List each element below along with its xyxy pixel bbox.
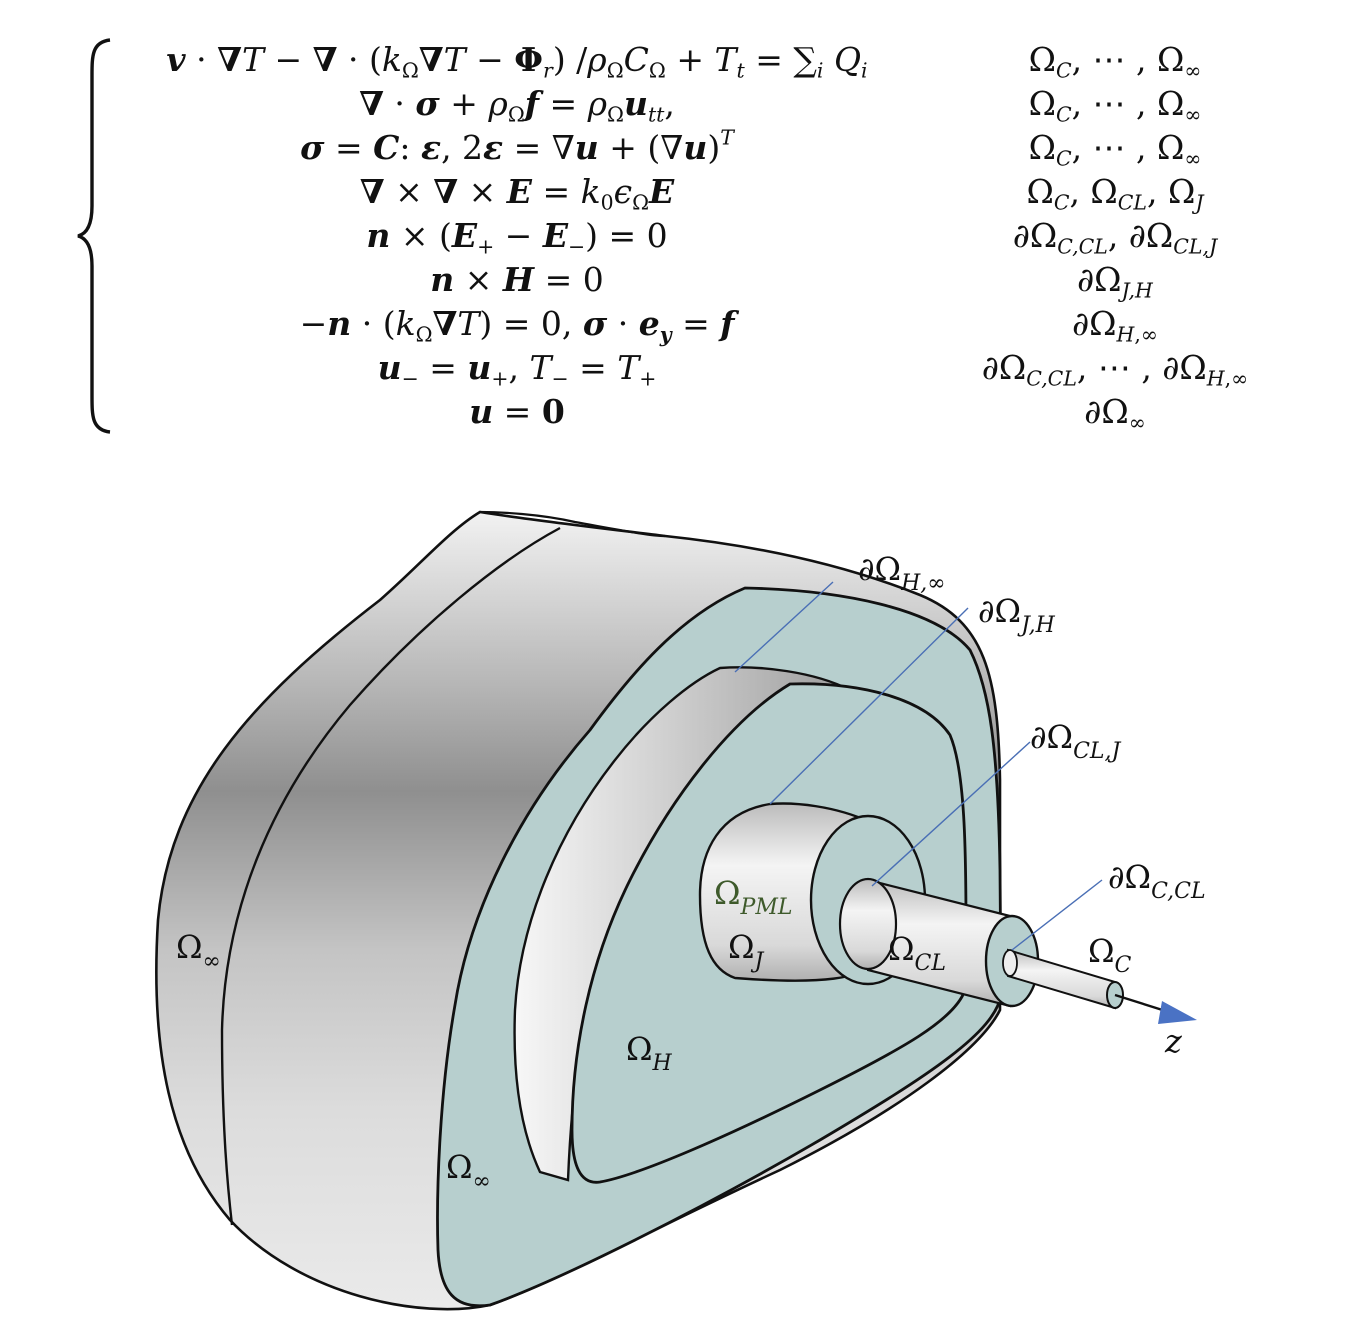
equation-momentum: ∇ · σ + ρΩf = ρΩutt, bbox=[359, 84, 675, 127]
label-z-axis: z bbox=[1164, 1022, 1183, 1060]
label-region-c: ΩC bbox=[1088, 932, 1132, 978]
fiber-geometry-diagram: ∂ΩH,∞ ∂ΩJ,H ∂ΩCL,J ∂ΩC,CL ΩPML ΩJ ΩCL ΩC… bbox=[155, 510, 1206, 1311]
label-region-cl: ΩCL bbox=[888, 930, 946, 976]
outer-top-edge bbox=[479, 510, 666, 538]
leader-cl-j bbox=[871, 741, 1031, 887]
equation-fixed: u = 0 bbox=[469, 392, 565, 431]
leader-c-cl bbox=[1011, 879, 1103, 951]
label-region-h: ΩH bbox=[626, 1030, 673, 1076]
core-cylinder-back bbox=[1002, 949, 1018, 977]
equation-pmc: n × H = 0 bbox=[430, 260, 604, 299]
domain-pmc: ∂ΩJ,H bbox=[1077, 260, 1153, 303]
domain-continuity: ∂ΩC,CL, ⋯ , ∂ΩH,∞ bbox=[981, 348, 1249, 391]
domain-heat: ΩC, ⋯ , Ω∞ bbox=[1028, 40, 1202, 83]
domain-outer-boundary: ∂ΩH,∞ bbox=[1072, 304, 1158, 347]
label-boundary-cl-j: ∂ΩCL,J bbox=[1030, 718, 1122, 764]
side-layer-line bbox=[220, 526, 561, 1226]
equation-e-continuity: n × (E+ − E−) = 0 bbox=[366, 216, 668, 259]
leader-h-inf bbox=[734, 581, 834, 673]
label-boundary-j-h: ∂ΩJ,H bbox=[978, 592, 1056, 638]
equation-outer-boundary: −n · (kΩ∇T) = 0, σ · ey = f bbox=[299, 304, 735, 347]
label-region-inf-side: Ω∞ bbox=[176, 928, 221, 974]
left-brace bbox=[77, 38, 111, 434]
equation-continuity: u− = u+, T− = T+ bbox=[377, 348, 657, 391]
domain-fixed: ∂Ω∞ bbox=[1084, 392, 1146, 435]
label-region-j: ΩJ bbox=[728, 928, 765, 974]
z-axis-arrowhead bbox=[1158, 1001, 1197, 1024]
label-boundary-c-cl: ∂ΩC,CL bbox=[1108, 858, 1206, 904]
equation-heat: v · ∇T − ∇ · (kΩ∇T − Φr) /ρΩCΩ + Tt = ∑i… bbox=[166, 40, 868, 83]
label-boundary-h-inf: ∂ΩH,∞ bbox=[858, 550, 946, 596]
domain-constitutive: ΩC, ⋯ , Ω∞ bbox=[1028, 128, 1202, 171]
label-region-pml: ΩPML bbox=[714, 874, 792, 920]
equation-constitutive: σ = C: ε, 2ε = ∇u + (∇u)T bbox=[300, 125, 734, 167]
equation-wave: ∇ × ∇ × E = k0ϵΩE bbox=[359, 172, 675, 215]
label-region-inf-front: Ω∞ bbox=[446, 1148, 491, 1194]
cl-cylinder-back bbox=[838, 877, 898, 971]
domain-momentum: ΩC, ⋯ , Ω∞ bbox=[1028, 84, 1202, 127]
domain-e-continuity: ∂ΩC,CL, ∂ΩCL,J bbox=[1012, 216, 1218, 259]
equation-system: v · ∇T − ∇ · (kΩ∇T − Φr) /ρΩCΩ + Tt = ∑i… bbox=[0, 0, 1366, 450]
leader-j-h bbox=[769, 607, 969, 805]
domain-wave: ΩC, ΩCL, ΩJ bbox=[1026, 172, 1204, 215]
